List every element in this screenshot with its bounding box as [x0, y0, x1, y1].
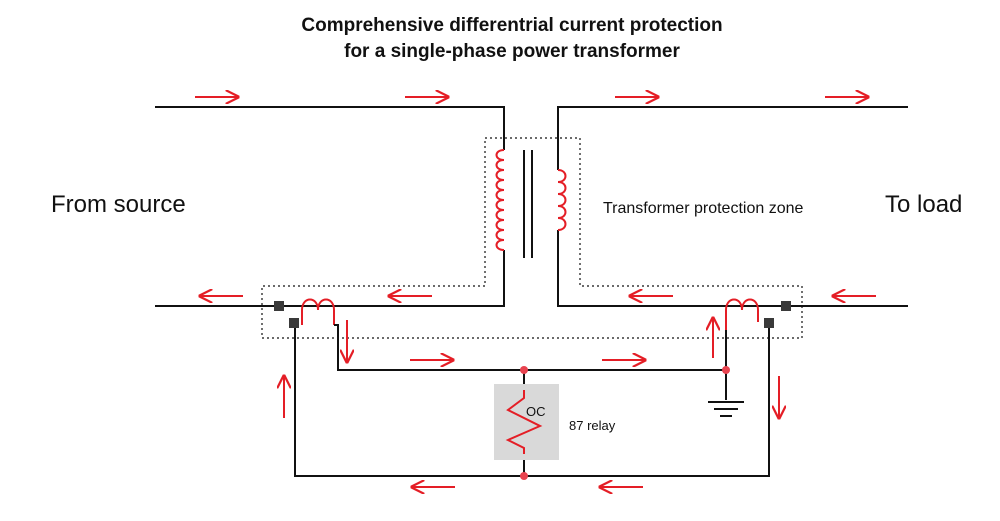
junction-node-ground — [722, 366, 730, 374]
protection-zone-label: Transformer protection zone — [603, 200, 803, 217]
primary-winding-coil-icon — [495, 149, 505, 251]
relay-87-box — [494, 384, 559, 460]
to-load-label: To load — [885, 191, 962, 218]
junction-node-relay-top — [520, 366, 528, 374]
right-ct-terminal-upper — [781, 301, 791, 311]
right-ct-terminal-lower — [764, 318, 774, 328]
primary-top-conductor — [155, 106, 505, 150]
ct-circuit-inner-loop — [334, 324, 727, 371]
relay-element-label: OC — [526, 404, 546, 419]
right-ct-coil-icon — [725, 298, 759, 330]
ct-circuit-outer-loop — [294, 328, 770, 477]
relay-name-label: 87 relay — [569, 418, 616, 433]
secondary-winding-coil-icon — [557, 169, 567, 231]
transformer-protection-zone-boundary — [261, 137, 803, 339]
junction-node-relay-bottom — [520, 472, 528, 480]
primary-bottom-conductor — [155, 250, 505, 307]
secondary-bottom-conductor — [557, 230, 908, 307]
left-ct-terminal-upper — [274, 301, 284, 311]
left-ct-coil-icon — [301, 298, 335, 325]
secondary-top-conductor — [557, 106, 908, 170]
from-source-label: From source — [51, 191, 186, 218]
diagram-title-line-1: Comprehensive differentrial current prot… — [301, 15, 722, 36]
relay-zigzag-icon — [505, 390, 543, 454]
diagram-title-line-2: for a single-phase power transformer — [344, 41, 680, 62]
left-ct-terminal-lower — [289, 318, 299, 328]
